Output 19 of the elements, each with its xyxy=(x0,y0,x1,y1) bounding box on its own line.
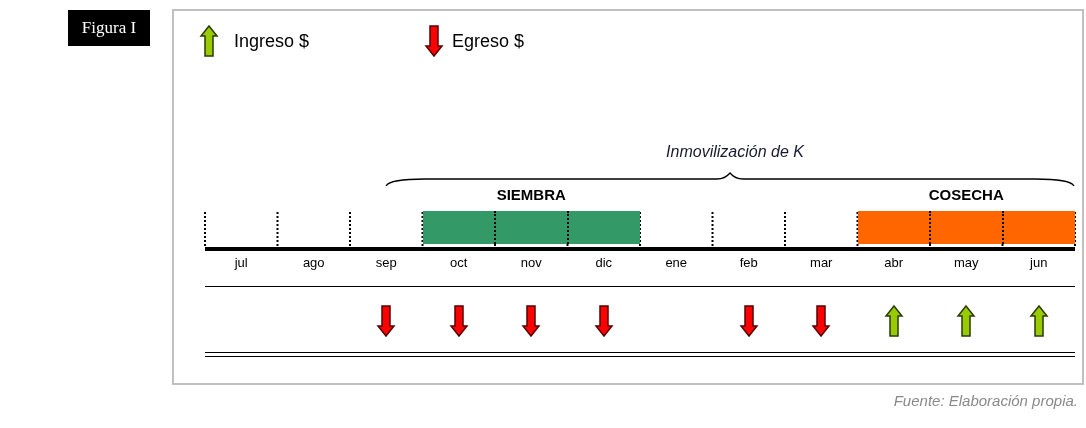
legend-label: Egreso $ xyxy=(452,31,525,52)
figure-label: Figura I xyxy=(68,10,150,46)
month-label: mar xyxy=(809,255,834,270)
month-label: ene xyxy=(664,255,689,270)
band-heading: SIEMBRA xyxy=(495,186,567,203)
legend-label: Ingreso $ xyxy=(234,31,310,52)
month-label: jul xyxy=(233,255,249,270)
month-label: nov xyxy=(519,255,543,270)
brace-label: Inmovilización de K xyxy=(665,143,805,161)
source-caption: Fuente: Elaboración propia. xyxy=(893,392,1078,409)
month-label: oct xyxy=(449,255,469,270)
month-label: abr xyxy=(883,255,905,270)
month-label: sep xyxy=(374,255,398,270)
band-heading: COSECHA xyxy=(927,186,1005,203)
month-label: ago xyxy=(301,255,326,270)
month-label: feb xyxy=(738,255,759,270)
month-label: dic xyxy=(594,255,614,270)
month-label: may xyxy=(952,255,980,270)
month-label: jun xyxy=(1028,255,1049,270)
